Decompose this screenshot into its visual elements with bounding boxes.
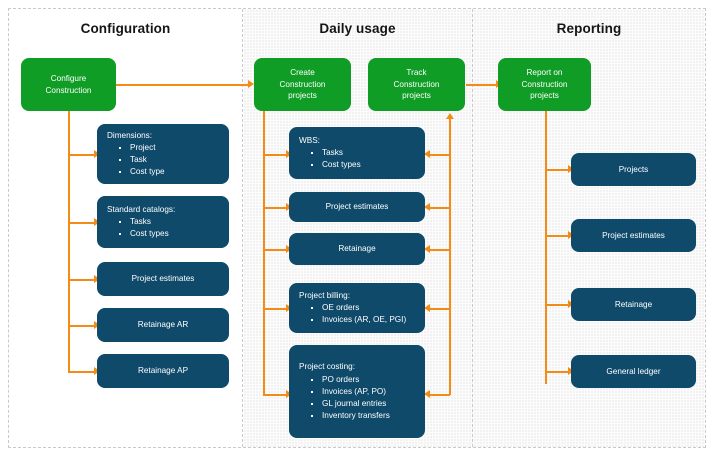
lane-title-configuration: Configuration — [80, 21, 171, 36]
list-item: Cost type — [119, 166, 165, 178]
connector-configure-branch-3 — [68, 279, 97, 281]
connector-create-branch-2 — [263, 207, 289, 209]
list-item: Cost types — [311, 159, 361, 171]
connector-configure-branch-1 — [68, 154, 97, 156]
connector-create-spine — [263, 110, 265, 395]
connector-configure-branch-5 — [68, 371, 97, 373]
node-retainage-ap-label: Retainage AP — [137, 366, 189, 376]
node-wbs[interactable]: WBS: Tasks Cost types — [289, 127, 425, 179]
list-item: PO orders — [311, 374, 390, 386]
list-item: Project — [119, 142, 165, 154]
node-report-retainage[interactable]: Retainage — [571, 288, 696, 321]
arrowhead-configure-to-create — [248, 80, 254, 88]
connector-track-to-report — [466, 84, 498, 86]
node-project-billing[interactable]: Project billing: OE orders Invoices (AR,… — [289, 283, 425, 333]
node-report-project-estimates-label: Project estimates — [602, 230, 665, 240]
node-standard-catalogs[interactable]: Standard catalogs: Tasks Cost types — [97, 196, 229, 248]
node-report-project-estimates[interactable]: Project estimates — [571, 219, 696, 252]
node-create-construction-projects[interactable]: Create Construction projects — [254, 58, 351, 111]
list-item: Inventory transfers — [311, 410, 390, 422]
connector-track-branch-1 — [429, 154, 450, 156]
connector-track-branch-2 — [429, 207, 450, 209]
node-wbs-title: WBS: — [299, 135, 320, 145]
node-project-billing-bullets: OE orders Invoices (AR, OE, PGI) — [299, 302, 406, 326]
connector-track-branch-3 — [429, 249, 450, 251]
lane-title-reporting: Reporting — [556, 21, 622, 36]
arrowhead-track-branch-4 — [424, 304, 430, 312]
arrowhead-track-branch-2 — [424, 203, 430, 211]
node-retainage-ar[interactable]: Retainage AR — [97, 308, 229, 342]
node-report-on-construction-projects-label: Report on Construction projects — [521, 68, 568, 101]
node-project-costing-title: Project costing: — [299, 362, 355, 372]
node-report-general-ledger-label: General ledger — [606, 366, 661, 376]
arrowhead-track-spine — [446, 113, 454, 119]
node-standard-catalogs-bullets: Tasks Cost types — [107, 216, 175, 240]
arrowhead-track-branch-3 — [424, 245, 430, 253]
connector-create-branch-4 — [263, 308, 289, 310]
list-item: OE orders — [311, 302, 406, 314]
node-dimensions[interactable]: Dimensions: Project Task Cost type — [97, 124, 229, 184]
connector-report-branch-1 — [545, 169, 571, 171]
connector-configure-to-create — [116, 84, 249, 86]
connector-create-branch-5 — [263, 394, 289, 396]
list-item: Invoices (AR, OE, PGI) — [311, 314, 406, 326]
node-wbs-bullets: Tasks Cost types — [299, 147, 361, 171]
connector-track-branch-5 — [429, 394, 450, 396]
node-project-costing-bullets: PO orders Invoices (AP, PO) GL journal e… — [299, 374, 390, 422]
node-retainage-ap[interactable]: Retainage AP — [97, 354, 229, 388]
node-project-costing[interactable]: Project costing: PO orders Invoices (AP,… — [289, 345, 425, 438]
arrowhead-track-branch-5 — [424, 390, 430, 398]
list-item: Invoices (AP, PO) — [311, 386, 390, 398]
node-config-project-estimates[interactable]: Project estimates — [97, 262, 229, 296]
connector-report-spine — [545, 110, 547, 384]
node-report-projects-label: Projects — [618, 164, 649, 174]
connector-report-branch-2 — [545, 235, 571, 237]
connector-track-branch-4 — [429, 308, 450, 310]
arrowhead-track-branch-1 — [424, 150, 430, 158]
node-configure-construction[interactable]: Configure Construction — [21, 58, 116, 111]
node-report-retainage-label: Retainage — [614, 299, 653, 309]
list-item: GL journal entries — [311, 398, 390, 410]
node-daily-project-estimates-label: Project estimates — [325, 202, 389, 212]
node-report-general-ledger[interactable]: General ledger — [571, 355, 696, 388]
node-config-project-estimates-label: Project estimates — [131, 274, 195, 284]
connector-create-branch-1 — [263, 154, 289, 156]
connector-track-spine — [449, 119, 451, 395]
node-daily-retainage[interactable]: Retainage — [289, 233, 425, 265]
node-create-construction-projects-label: Create Construction projects — [279, 68, 326, 101]
node-track-construction-projects-label: Track Construction projects — [393, 68, 440, 101]
list-item: Tasks — [119, 216, 175, 228]
node-dimensions-bullets: Project Task Cost type — [107, 142, 165, 178]
connector-report-branch-4 — [545, 371, 571, 373]
connector-configure-spine — [68, 110, 70, 371]
node-daily-project-estimates[interactable]: Project estimates — [289, 192, 425, 222]
node-track-construction-projects[interactable]: Track Construction projects — [368, 58, 465, 111]
lane-title-daily-usage: Daily usage — [319, 21, 396, 36]
node-configure-construction-label: Configure Construction — [45, 74, 92, 95]
connector-create-branch-3 — [263, 249, 289, 251]
list-item: Tasks — [311, 147, 361, 159]
node-retainage-ar-label: Retainage AR — [137, 320, 189, 330]
node-report-projects[interactable]: Projects — [571, 153, 696, 186]
node-daily-retainage-label: Retainage — [338, 244, 376, 254]
connector-configure-branch-4 — [68, 325, 97, 327]
node-standard-catalogs-title: Standard catalogs: — [107, 204, 176, 214]
connector-configure-branch-2 — [68, 222, 97, 224]
diagram-outer-frame — [8, 8, 706, 448]
node-dimensions-title: Dimensions: — [107, 130, 153, 140]
connector-report-branch-3 — [545, 304, 571, 306]
list-item: Task — [119, 154, 165, 166]
node-report-on-construction-projects[interactable]: Report on Construction projects — [498, 58, 591, 111]
list-item: Cost types — [119, 228, 175, 240]
node-project-billing-title: Project billing: — [299, 290, 350, 300]
